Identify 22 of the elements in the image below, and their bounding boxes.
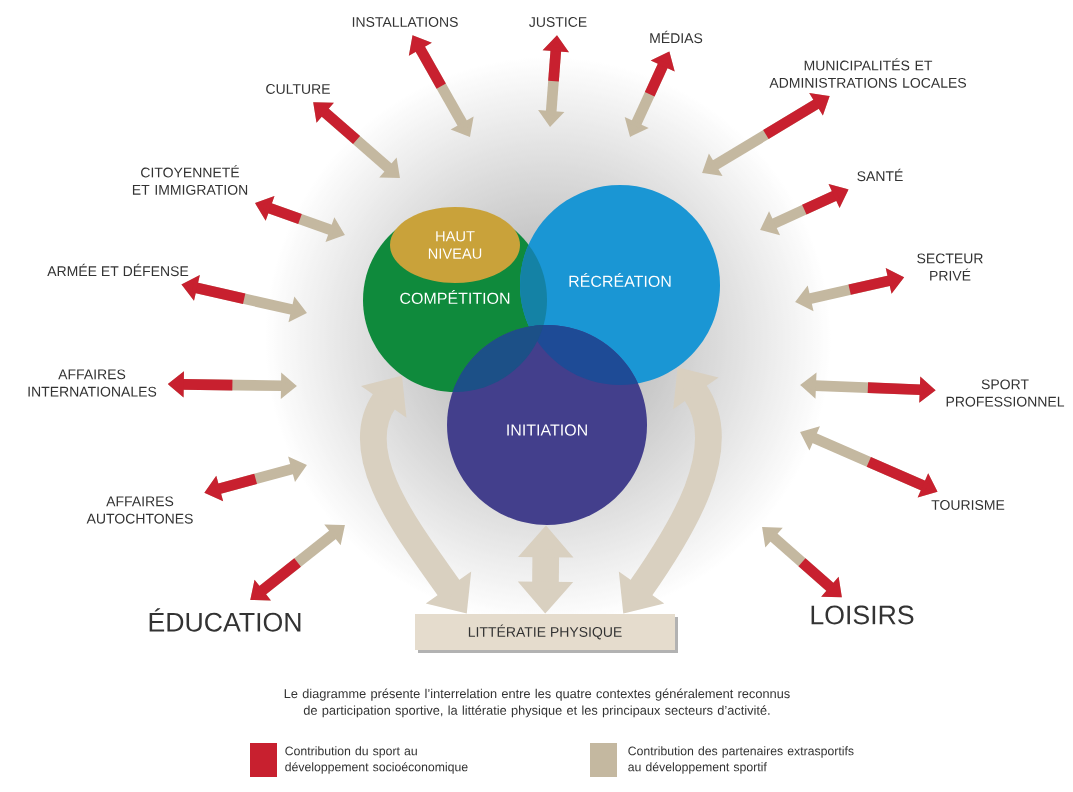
sector-label: JUSTICE xyxy=(529,17,587,27)
sector-label: LOISIRS xyxy=(811,605,914,625)
sector-label: MÉDIAS xyxy=(650,30,703,44)
sector-label: AFFAIRES AUTOCHTONES xyxy=(86,496,193,524)
arrow xyxy=(762,527,842,598)
legend-text: Contribution du sport au développement socioéconomique xyxy=(285,746,468,774)
sector-label: SPORT PROFESSIONNEL xyxy=(946,379,1065,407)
sector-label: SECTEUR PRIVÉ xyxy=(917,253,983,281)
sector-label: AFFAIRES INTERNATIONALES xyxy=(28,369,157,397)
sector-label: INSTALLATIONS xyxy=(352,17,458,27)
arrow xyxy=(250,524,345,601)
sector-label: MUNICIPALITÉS ET ADMINISTRATIONS LOCALES xyxy=(769,58,967,88)
sector-label: SANTÉ xyxy=(857,168,903,182)
sector-label: ARMÉE ET DÉFENSE xyxy=(47,263,189,277)
caption: Le diagramme présente l’interrelation entre les quatre contextes généralement reconnus de participation sportive, la littératie physique et les principaux secteurs d’activité. xyxy=(284,688,790,718)
literacy-box: LITTÉRATIE PHYSIQUE xyxy=(415,614,678,653)
sector-label: CITOYENNETÉ ET IMMIGRATION xyxy=(132,165,248,195)
arrow xyxy=(313,102,400,178)
sector-label: TOURISME xyxy=(931,500,1005,510)
sector-label: ÉDUCATION xyxy=(149,608,301,632)
sector-label: CULTURE xyxy=(266,84,330,94)
legend-text: Contribution des partenaires extrasportifs au développement sportif xyxy=(628,746,854,774)
